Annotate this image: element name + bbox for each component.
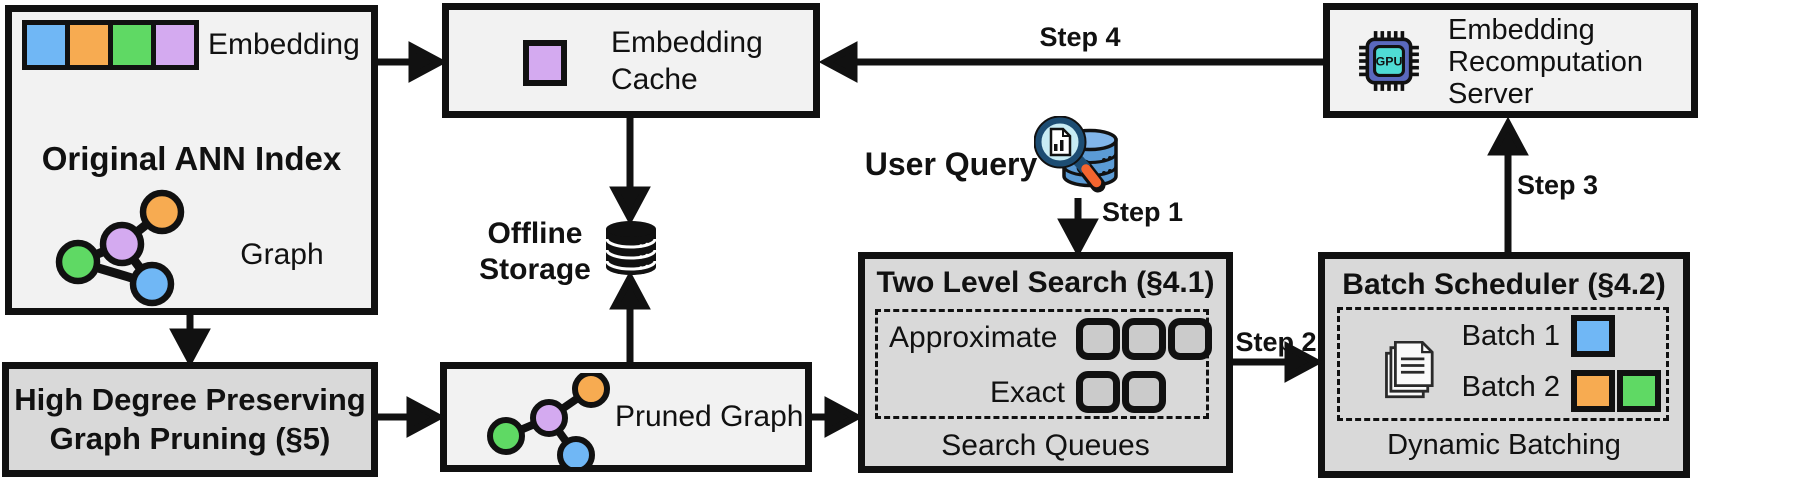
- documents-icon: [1385, 341, 1434, 399]
- arrow-pruning-to-pruned: [378, 396, 446, 438]
- dynamic-batching-dashed-container: [1337, 307, 1669, 421]
- embedding-cell-green: [113, 25, 151, 65]
- exact-queue-row: [1076, 371, 1166, 413]
- arrow-step1: [1057, 198, 1099, 258]
- two-level-search-title: Two Level Search (§4.1): [876, 266, 1215, 299]
- search-queues-dashed-container: [875, 309, 1209, 419]
- gpu-chip-icon: GPU: [1359, 31, 1419, 91]
- batch2-item-orange: [1571, 370, 1615, 412]
- graph-node-purple: [530, 399, 568, 437]
- step3-label: Step 3: [1517, 170, 1599, 200]
- graph-node-green: [55, 239, 101, 285]
- step4-label: Step 4: [1039, 22, 1121, 52]
- graph-node-green: [487, 417, 525, 455]
- batch2-label: Batch 2: [1461, 371, 1560, 403]
- embedding-vector-icon: [22, 20, 199, 70]
- graph-node-purple: [99, 221, 145, 267]
- approximate-queue-row: [1076, 318, 1212, 360]
- pruned-graph-icon: [487, 373, 610, 467]
- graph-pruning-box: High Degree Preserving Graph Pruning (§5…: [2, 362, 378, 477]
- server-label-line2: Recomputation: [1448, 46, 1644, 78]
- approximate-label: Approximate: [889, 321, 1058, 354]
- batch-scheduler-box: Batch Scheduler (§4.2) Batch 1 Batch 2: [1318, 252, 1690, 478]
- ann-index-title: Original ANN Index: [41, 140, 342, 177]
- graph-label: Graph: [240, 238, 324, 271]
- graph-pruning-title-line2: Graph Pruning (§5): [49, 420, 331, 456]
- batch1-label: Batch 1: [1461, 320, 1560, 352]
- two-level-search-box: Two Level Search (§4.1) Approximate Exac…: [858, 252, 1233, 473]
- arrow-ann-to-pruning: [169, 313, 211, 368]
- embedding-label: Embedding: [208, 28, 360, 61]
- batch-scheduler-title: Batch Scheduler (§4.2): [1342, 268, 1666, 301]
- queue-slot: [1122, 318, 1166, 360]
- arrow-pruned-to-search: [812, 396, 864, 438]
- queue-slot: [1168, 318, 1212, 360]
- pruned-graph-label: Pruned Graph: [615, 400, 804, 433]
- server-label-line1: Embedding: [1448, 14, 1595, 46]
- step2-label: Step 2: [1235, 327, 1317, 357]
- batch2-item-green: [1617, 370, 1661, 412]
- pruned-graph-box: Pruned Graph: [440, 362, 812, 472]
- recomputation-server-box: GPU Embedding Recomputation Server: [1323, 3, 1698, 118]
- graph-node-blue: [557, 436, 595, 467]
- arrow-pruned-to-storage: [609, 270, 651, 364]
- queue-slot: [1076, 318, 1120, 360]
- embedding-cache-box: Embedding Cache: [442, 3, 820, 118]
- batch1-items: [1571, 315, 1615, 357]
- embedding-cache-line2: Cache: [611, 63, 698, 96]
- original-ann-index-box: Embedding Original ANN Index Graph: [5, 5, 378, 315]
- gpu-text: GPU: [1376, 55, 1403, 69]
- batch1-item-blue: [1571, 315, 1615, 357]
- step1-label: Step 1: [1102, 197, 1184, 227]
- search-queues-caption: Search Queues: [941, 429, 1150, 462]
- recomputation-server-label: Embedding Recomputation Server: [1448, 14, 1643, 110]
- embedding-cell-orange: [70, 25, 108, 65]
- dynamic-batching-caption: Dynamic Batching: [1387, 429, 1621, 461]
- embedding-cache-label: Embedding Cache: [611, 24, 763, 98]
- embedding-cache-line1: Embedding: [611, 26, 763, 59]
- arrow-ann-to-cache: [378, 41, 448, 83]
- cached-embedding-icon: [523, 40, 567, 86]
- embedding-cell-purple: [156, 25, 194, 65]
- graph-node-orange: [139, 189, 185, 235]
- graph-node-blue: [129, 261, 175, 307]
- offline-storage-line1: Offline: [487, 217, 583, 250]
- arrow-cache-to-storage: [609, 116, 651, 226]
- graph-node-orange: [572, 373, 610, 408]
- offline-storage-label: Offline Storage: [470, 216, 600, 288]
- offline-storage-database-icon: [605, 221, 657, 275]
- queue-slot: [1076, 371, 1120, 413]
- magnifier-icon: [1034, 116, 1106, 193]
- exact-label: Exact: [989, 376, 1065, 409]
- user-query-search-icon: [1034, 116, 1118, 193]
- embedding-cell-blue: [27, 25, 65, 65]
- server-label-line3: Server: [1448, 78, 1534, 110]
- original-graph-icon: [55, 189, 185, 307]
- queue-slot: [1122, 371, 1166, 413]
- graph-pruning-title-line1: High Degree Preserving: [14, 381, 366, 417]
- batch2-items: [1571, 370, 1661, 412]
- offline-storage-line2: Storage: [479, 253, 591, 286]
- user-query-label: User Query: [864, 146, 1038, 182]
